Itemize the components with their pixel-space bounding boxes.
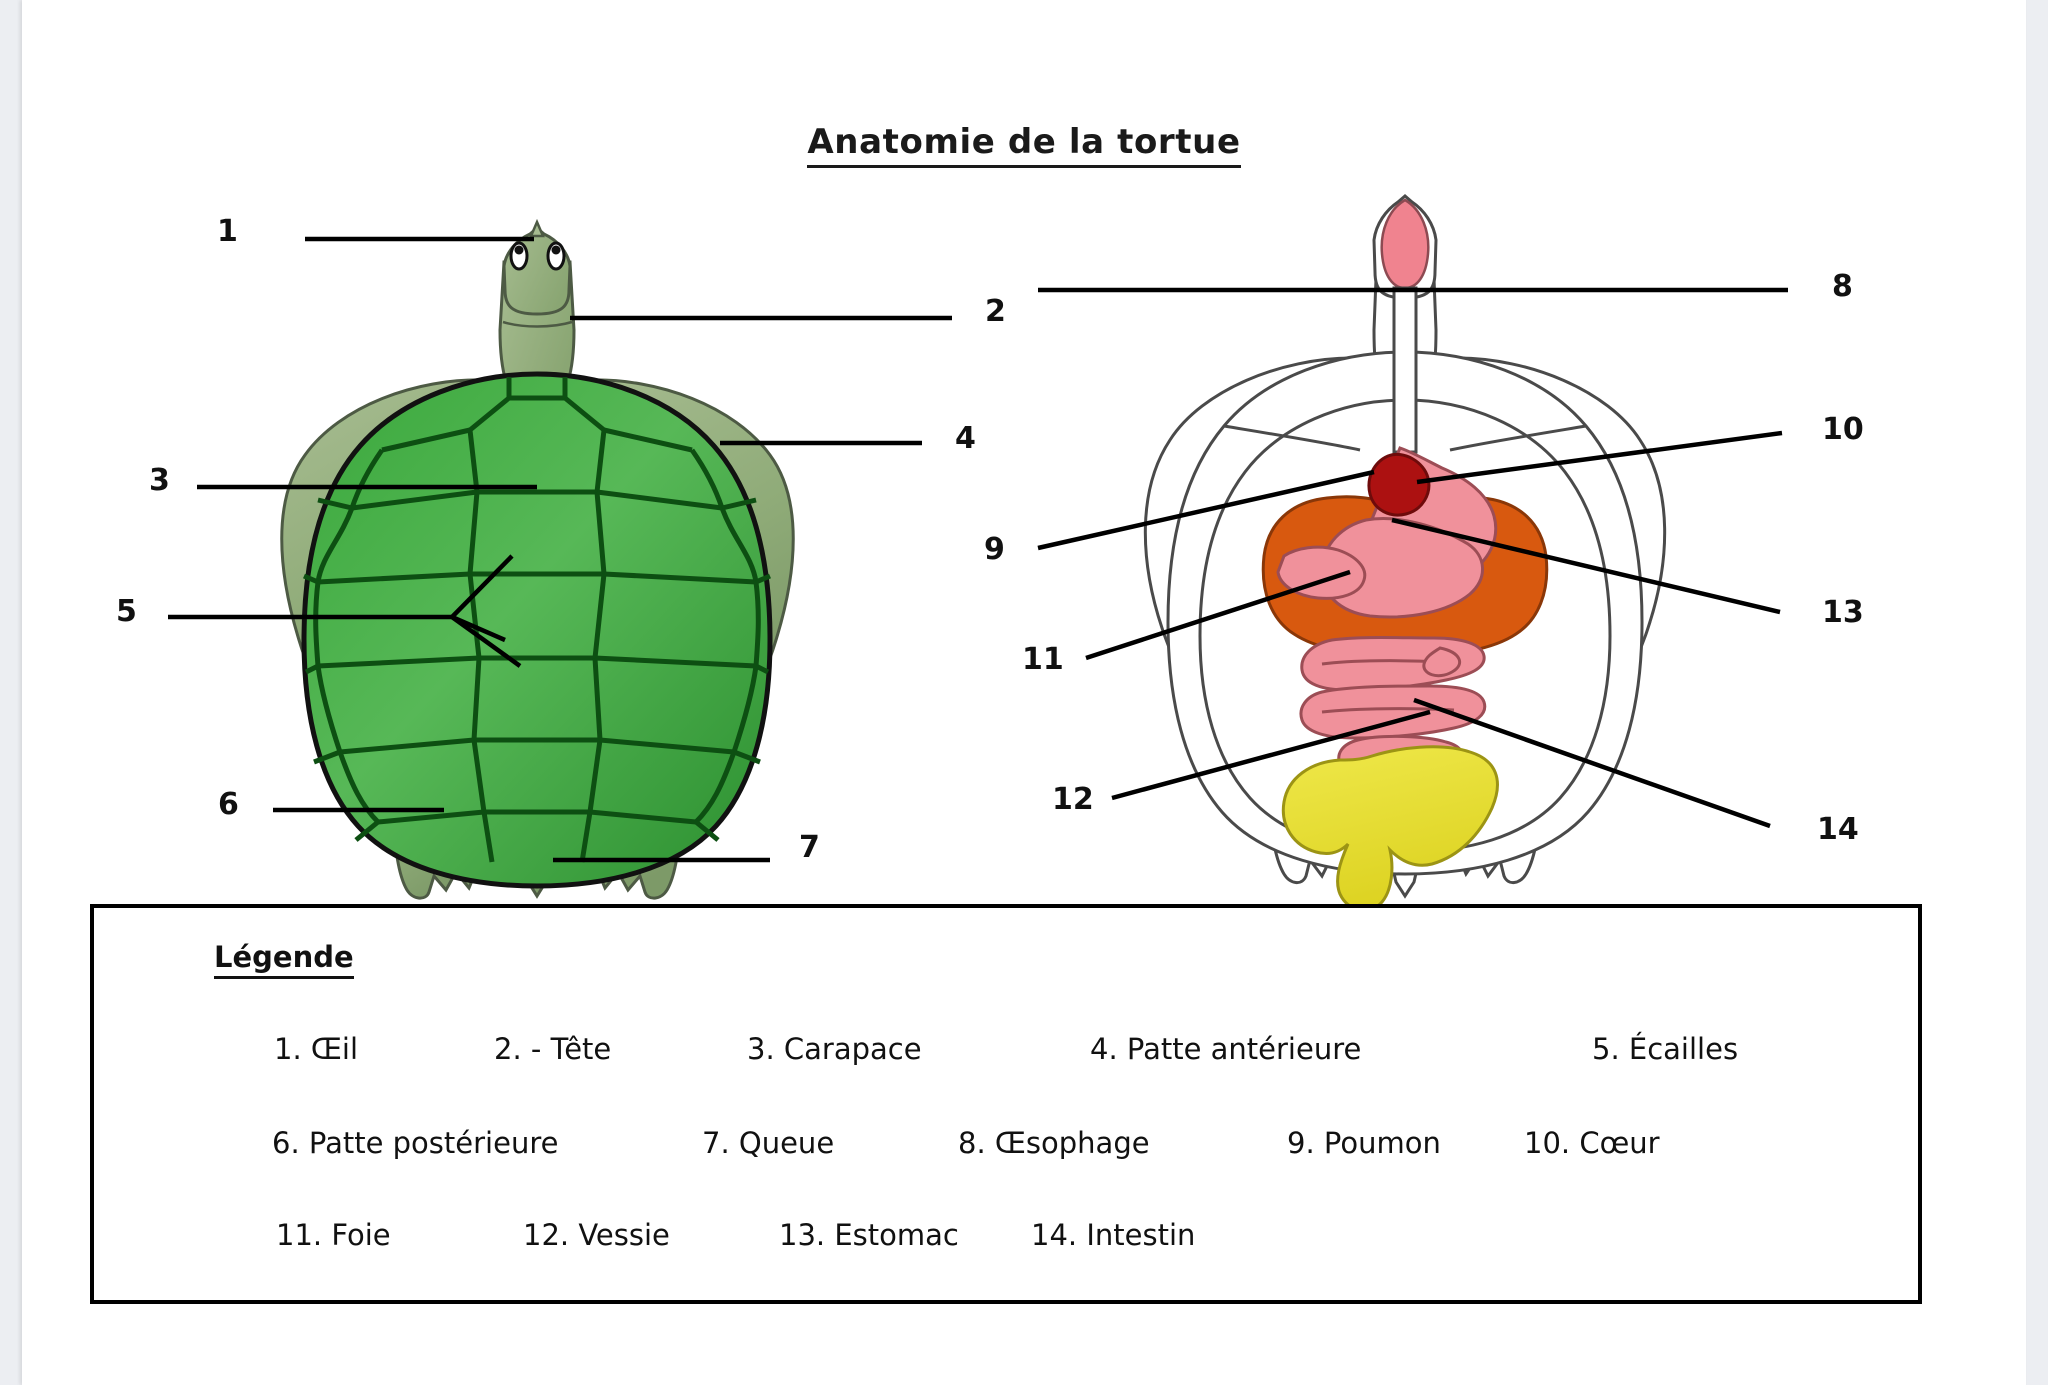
legend-item-8: 8. Œsophage [958,1126,1150,1160]
document-page: Anatomie de la tortue [22,0,2026,1385]
carapace-shape [301,371,773,889]
callout-number-6: 6 [218,787,239,822]
legend-item-7: 7. Queue [702,1126,835,1160]
legend-item-6: 6. Patte postérieure [272,1126,559,1160]
oesophagus-tube [1392,286,1418,454]
turtle-internal-figure [1143,194,1667,912]
neck-crease [502,320,573,328]
callout-number-11: 11 [1022,642,1064,677]
scutes-group [303,377,771,863]
legend-item-11: 11. Foie [276,1218,391,1252]
callout-number-2: 2 [985,294,1006,329]
leader-10 [1416,430,1783,485]
legend-box: Légende 1. Œil 2. - Tête 3. Carapace 4. … [90,904,1922,1304]
liver-shape [1276,545,1367,600]
leader-13 [1391,517,1781,615]
callout-number-5: 5 [116,594,137,629]
leader-14 [1413,697,1771,829]
anatomy-illustration [168,194,1788,912]
legend-row-2: 6. Patte postérieure 7. Queue 8. Œsophag… [94,1126,1926,1170]
eye-right-pupil [551,245,561,255]
callout-number-9: 9 [984,532,1005,567]
page-title: Anatomie de la tortue [22,122,2026,168]
leader-lines-left [168,236,952,863]
callout-number-13: 13 [1822,595,1864,630]
legend-item-2: 2. - Tête [494,1032,612,1066]
legend-item-12: 12. Vessie [523,1218,670,1252]
legend-heading: Légende [214,940,354,979]
internal-girdle-left [1223,424,1361,452]
leader-12 [1111,709,1431,801]
legend-item-3: 3. Carapace [747,1032,922,1066]
legend-row-3: 11. Foie 12. Vessie 13. Estomac 14. Inte… [94,1218,1926,1262]
callout-number-7: 7 [799,830,820,865]
callout-number-8: 8 [1832,269,1853,304]
leader-5b [450,554,514,619]
legend-item-10: 10. Cœur [1524,1126,1660,1160]
leader-lines-right [1037,287,1788,829]
callout-number-4: 4 [955,421,976,456]
legend-item-14: 14. Intestin [1031,1218,1196,1252]
callout-number-10: 10 [1822,412,1864,447]
head-snout-tip [529,218,545,238]
legend-item-13: 13. Estomac [779,1218,959,1252]
turtle-dorsal-figure [280,218,795,900]
eye-left-pupil [514,245,524,255]
internal-girdle-right [1449,424,1587,452]
legend-item-9: 9. Poumon [1287,1126,1441,1160]
bladder-shape [1281,745,1499,912]
callout-number-3: 3 [149,463,170,498]
legend-item-4: 4. Patte antérieure [1090,1032,1362,1066]
callout-number-1: 1 [217,214,238,249]
callout-number-14: 14 [1817,812,1859,847]
leader-5d [450,615,522,668]
heart-shape [1367,453,1431,517]
legend-item-5: 5. Écailles [1592,1032,1739,1066]
legend-item-1: 1. Œil [274,1032,359,1066]
callout-number-12: 12 [1052,782,1094,817]
leader-11 [1085,569,1351,661]
leader-9 [1037,469,1375,551]
legend-row-1: 1. Œil 2. - Tête 3. Carapace 4. Patte an… [94,1032,1926,1076]
